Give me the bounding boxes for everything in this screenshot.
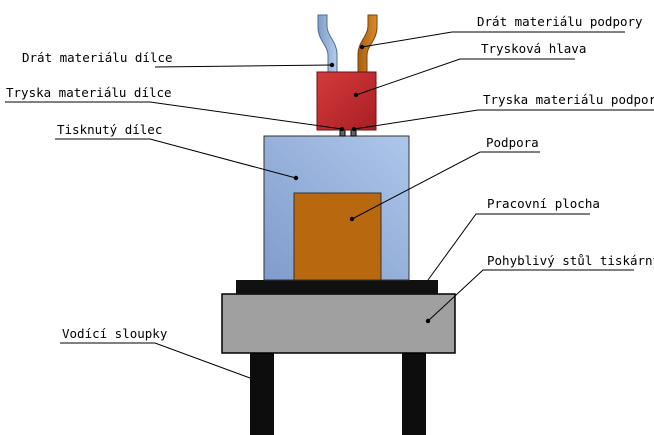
leader-lines <box>5 31 654 379</box>
guide-post-left <box>250 353 274 435</box>
label-printed-part: Tisknutý dílec <box>57 122 162 137</box>
label-part-nozzle: Tryska materiálu dílce <box>6 85 172 100</box>
label-part-wire: Drát materiálu dílce <box>22 50 173 65</box>
support-wire <box>357 14 378 74</box>
nozzle-head <box>316 71 377 131</box>
label-support-wire: Drát materiálu podpory <box>477 14 643 29</box>
part-wire <box>317 14 338 74</box>
build-plate <box>236 280 438 294</box>
label-support-nozzle: Tryska materiálu podpory <box>483 92 654 107</box>
label-support-block: Podpora <box>486 135 539 150</box>
label-build-plate: Pracovní plocha <box>487 196 600 211</box>
moving-table <box>221 293 456 354</box>
label-moving-table: Pohyblivý stůl tiskárny <box>487 253 654 268</box>
label-guide-posts: Vodící sloupky <box>62 326 168 341</box>
label-nozzle-head: Trysková hlava <box>481 41 586 56</box>
support-block <box>293 192 382 281</box>
guide-post-right <box>402 353 426 435</box>
